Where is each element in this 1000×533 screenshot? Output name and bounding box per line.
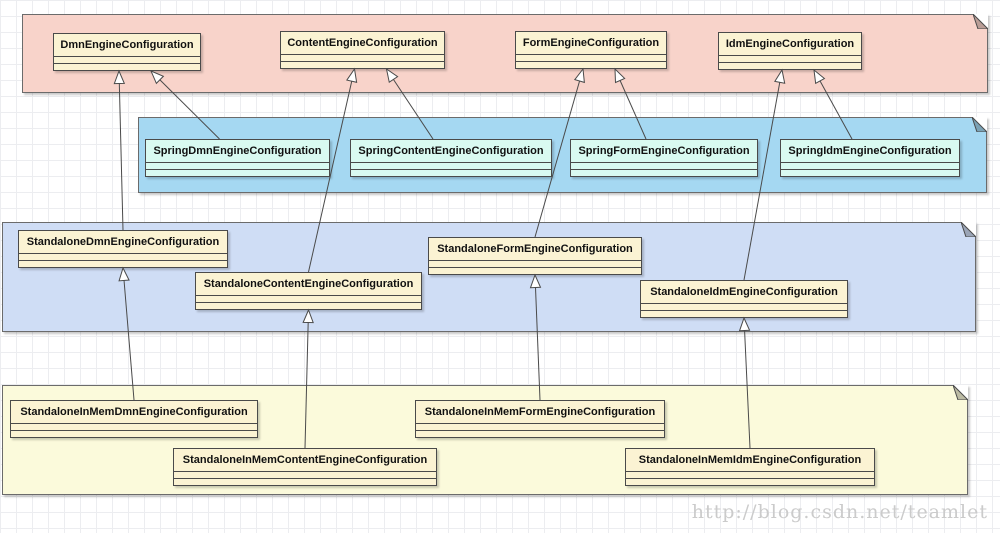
class-fields-compartment	[174, 472, 436, 479]
folded-corner-icon	[972, 117, 987, 132]
folded-corner-icon	[973, 14, 988, 29]
class-standalone-inmem-dmn-engine-configuration: StandaloneInMemDmnEngineConfiguration	[10, 400, 258, 438]
class-methods-compartment	[351, 170, 551, 176]
class-fields-compartment	[19, 254, 227, 261]
class-name-label: FormEngineConfiguration	[516, 32, 666, 55]
class-name-label: StandaloneContentEngineConfiguration	[196, 273, 421, 296]
class-form-engine-configuration: FormEngineConfiguration	[515, 31, 667, 69]
class-methods-compartment	[416, 431, 664, 437]
class-name-label: SpringContentEngineConfiguration	[351, 140, 551, 163]
folded-corner-icon	[961, 222, 976, 237]
class-name-label: StandaloneInMemIdmEngineConfiguration	[626, 449, 874, 472]
class-fields-compartment	[281, 55, 444, 62]
watermark-url: http://blog.csdn.net/teamlet	[691, 501, 988, 523]
class-standalone-inmem-content-engine-configuration: StandaloneInMemContentEngineConfiguratio…	[173, 448, 437, 486]
class-fields-compartment	[146, 163, 329, 170]
class-name-label: SpringDmnEngineConfiguration	[146, 140, 329, 163]
class-methods-compartment	[54, 64, 200, 70]
class-dmn-engine-configuration: DmnEngineConfiguration	[53, 33, 201, 71]
class-methods-compartment	[516, 62, 666, 68]
class-name-label: StandaloneFormEngineConfiguration	[429, 238, 641, 261]
class-name-label: StandaloneDmnEngineConfiguration	[19, 231, 227, 254]
class-fields-compartment	[719, 56, 861, 63]
class-spring-content-engine-configuration: SpringContentEngineConfiguration	[350, 139, 552, 177]
class-name-label: StandaloneIdmEngineConfiguration	[641, 281, 847, 304]
class-standalone-inmem-form-engine-configuration: StandaloneInMemFormEngineConfiguration	[415, 400, 665, 438]
class-fields-compartment	[351, 163, 551, 170]
class-spring-form-engine-configuration: SpringFormEngineConfiguration	[570, 139, 758, 177]
class-methods-compartment	[429, 268, 641, 274]
class-methods-compartment	[11, 431, 257, 437]
class-name-label: StandaloneInMemDmnEngineConfiguration	[11, 401, 257, 424]
class-fields-compartment	[196, 296, 421, 303]
class-standalone-content-engine-configuration: StandaloneContentEngineConfiguration	[195, 272, 422, 310]
class-standalone-idm-engine-configuration: StandaloneIdmEngineConfiguration	[640, 280, 848, 318]
class-methods-compartment	[146, 170, 329, 176]
class-content-engine-configuration: ContentEngineConfiguration	[280, 31, 445, 69]
class-methods-compartment	[719, 63, 861, 69]
class-name-label: IdmEngineConfiguration	[719, 33, 861, 56]
class-name-label: ContentEngineConfiguration	[281, 32, 444, 55]
class-idm-engine-configuration: IdmEngineConfiguration	[718, 32, 862, 70]
class-fields-compartment	[516, 55, 666, 62]
class-methods-compartment	[19, 261, 227, 267]
inheritance-arrow-standalone-dmn-to-dmn	[113, 69, 126, 231]
class-methods-compartment	[174, 479, 436, 485]
class-fields-compartment	[11, 424, 257, 431]
class-standalone-dmn-engine-configuration: StandaloneDmnEngineConfiguration	[18, 230, 228, 268]
class-fields-compartment	[641, 304, 847, 311]
class-methods-compartment	[626, 479, 874, 485]
class-fields-compartment	[54, 57, 200, 64]
class-name-label: SpringFormEngineConfiguration	[571, 140, 757, 163]
class-name-label: DmnEngineConfiguration	[54, 34, 200, 57]
class-fields-compartment	[781, 163, 959, 170]
class-fields-compartment	[571, 163, 757, 170]
class-fields-compartment	[416, 424, 664, 431]
class-name-label: StandaloneInMemContentEngineConfiguratio…	[174, 449, 436, 472]
class-name-label: SpringIdmEngineConfiguration	[781, 140, 959, 163]
class-standalone-form-engine-configuration: StandaloneFormEngineConfiguration	[428, 237, 642, 275]
class-name-label: StandaloneInMemFormEngineConfiguration	[416, 401, 664, 424]
folded-corner-icon	[953, 385, 968, 400]
class-methods-compartment	[781, 170, 959, 176]
class-spring-idm-engine-configuration: SpringIdmEngineConfiguration	[780, 139, 960, 177]
class-standalone-inmem-idm-engine-configuration: StandaloneInMemIdmEngineConfiguration	[625, 448, 875, 486]
class-fields-compartment	[626, 472, 874, 479]
class-methods-compartment	[281, 62, 444, 68]
class-spring-dmn-engine-configuration: SpringDmnEngineConfiguration	[145, 139, 330, 177]
class-methods-compartment	[196, 303, 421, 309]
class-fields-compartment	[429, 261, 641, 268]
class-methods-compartment	[641, 311, 847, 317]
class-methods-compartment	[571, 170, 757, 176]
